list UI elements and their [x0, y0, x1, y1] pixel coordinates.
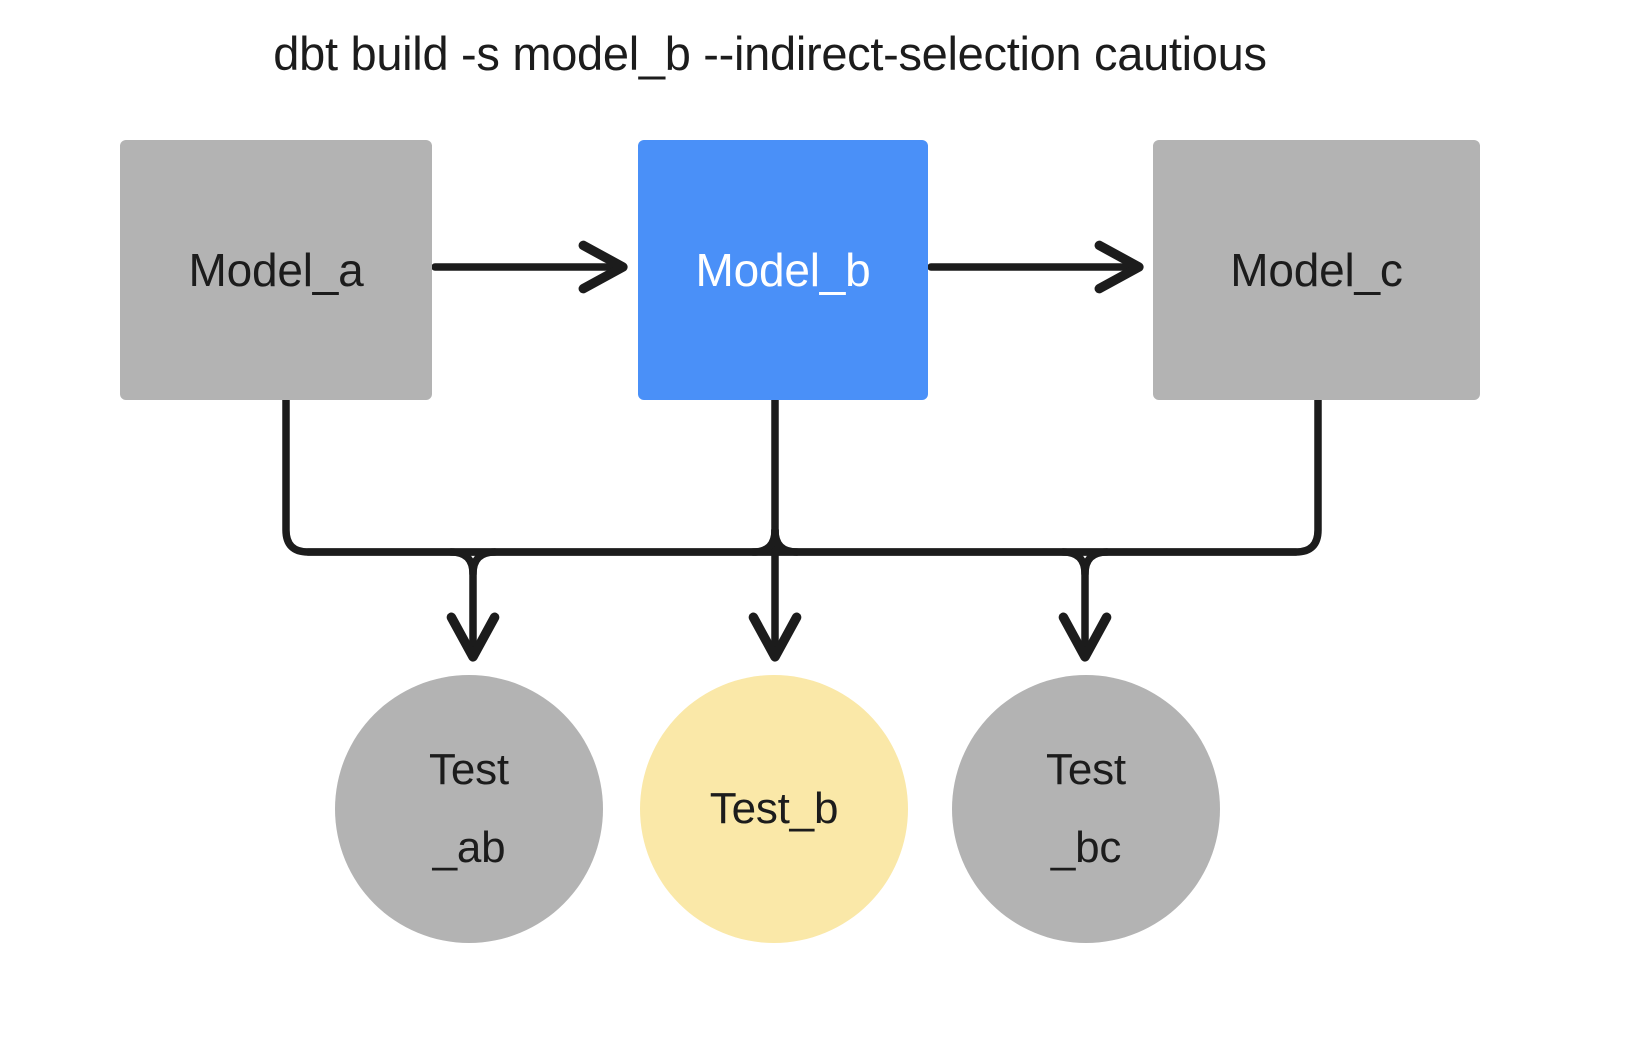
node-test-ab[interactable]: Test _ab: [335, 675, 603, 943]
node-model-c[interactable]: Model_c: [1153, 140, 1480, 400]
edge-bus-to-test-bc: [1058, 548, 1112, 662]
edge-bus-to-test-bc-join: [1081, 548, 1111, 578]
node-test-b[interactable]: Test_b: [640, 675, 908, 943]
node-test-bc[interactable]: Test _bc: [952, 675, 1220, 943]
node-model-b-label: Model_b: [695, 243, 871, 296]
edge-bus-fillet-right: [771, 526, 801, 556]
edge-bus-to-test-ab-join: [469, 548, 499, 578]
edge-bus-to-test-ab: [446, 548, 500, 662]
node-model-a[interactable]: Model_a: [120, 140, 432, 400]
node-test-bc-label: Test: [1046, 745, 1126, 794]
node-test-b-label: Test_b: [709, 784, 839, 833]
node-model-a-label: Model_a: [188, 243, 364, 296]
node-model-b[interactable]: Model_b: [638, 140, 928, 400]
edge-model-c-bus: [304, 396, 1322, 556]
node-test-ab-label: Test: [429, 745, 509, 794]
edge-bus-fillet-left: [749, 526, 779, 556]
node-test-bc-label-line2: _bc: [1050, 823, 1122, 872]
edge-model-a-bus: [282, 396, 1300, 556]
node-test-ab-label-line2: _ab: [432, 823, 506, 872]
node-model-c-label: Model_c: [1230, 243, 1403, 296]
diagram-title: dbt build -s model_b --indirect-selectio…: [273, 27, 1267, 80]
